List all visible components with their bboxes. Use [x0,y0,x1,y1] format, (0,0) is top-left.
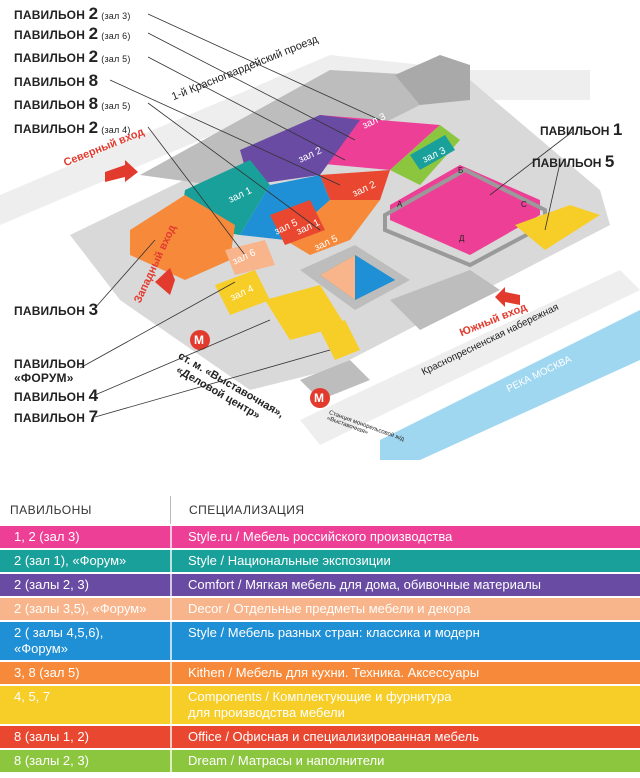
legend-specialization: Decor / Отдельные предметы мебели и деко… [170,598,640,620]
legend-specialization: Comfort / Мягкая мебель для дома, обивоч… [170,574,640,596]
west-entrance-arrow [155,268,175,295]
legend-row: 8 (залы 1, 2) Office / Офисная и специали… [0,724,640,748]
gate-label: А [397,200,403,209]
pav8-hall3-green [410,135,455,170]
pav8-hall1-red [270,200,325,245]
legend-pavilions: 8 (залы 2, 3) [14,753,89,768]
legend-header-pavilions: ПАВИЛЬОНЫ [10,503,92,517]
callout-pavilion: ПАВИЛЬОН 2(зал 3) [14,4,131,23]
legend-header: ПАВИЛЬОНЫ СПЕЦИАЛИЗАЦИЯ [0,496,640,524]
building-se [390,270,500,330]
legend-pavilions: 2 (зал 1), «Форум» [14,553,127,568]
legend-rows: 1, 2 (зал 3) Style.ru / Мебель российског… [0,524,640,772]
legend-specialization: Kithen / Мебель для кухни. Техника. Аксе… [170,662,640,684]
legend-pavilions: 8 (залы 1, 2) [14,729,89,744]
legend-specialization: Components / Комплектующие и фурнитура д… [170,686,640,724]
pav8-red [320,170,390,200]
legend-row: 1, 2 (зал 3) Style.ru / Мебель российског… [0,524,640,548]
callout-forum-name: «ФОРУМ» [14,371,74,385]
pav2-hall4 [215,270,270,315]
legend-row: 4, 5, 7 Components / Комплектующие и фурн… [0,684,640,724]
south-entrance-arrow [495,287,520,307]
map-drawing [0,13,640,460]
legend-pavilions: 1, 2 (зал 3) [14,529,80,544]
legend-pavilions: 2 ( залы 4,5,6), «Форум» [14,625,104,656]
metro-icon-south [310,388,330,408]
metro-letter-west: M [194,333,204,347]
pavilion-3 [130,195,235,280]
legend-pavilions: 3, 8 (зал 5) [14,665,80,680]
gate-label: С [521,200,527,209]
pav8-orange [285,200,380,255]
callout-pavilion: ПАВИЛЬОН 2(зал 4) [14,118,131,137]
metro-letter-south: M [314,391,324,405]
legend-pavilions: 2 (залы 3,5), «Форум» [14,601,147,616]
pav2-hall6 [225,240,275,275]
legend-row: 2 (залы 2, 3) Comfort / Мягкая мебель для… [0,572,640,596]
expo-map: 1-й Красногвардейский проезд Северный вх… [0,4,640,460]
building-ne [395,55,470,105]
gate-label: Б [458,166,464,175]
road-north [0,55,590,225]
callout-forum: ПАВИЛЬОН [14,357,86,371]
legend-table: ПАВИЛЬОНЫ СПЕЦИАЛИЗАЦИЯ 1, 2 (зал 3) Styl… [0,496,640,772]
callout-pavilion: ПАВИЛЬОН 3 [14,300,99,319]
pav2-hall2-purple [240,115,360,185]
callout-pavilion-1: ПАВИЛЬОН 1 [540,120,623,139]
callout-pavilion: ПАВИЛЬОН 2(зал 6) [14,24,131,43]
callout-pavilion-5: ПАВИЛЬОН 5 [532,152,615,171]
legend-row: 2 ( залы 4,5,6), «Форум» Style / Мебель р… [0,620,640,660]
callout-pavilion: ПАВИЛЬОН 2(зал 5) [14,47,131,66]
legend-row: 8 (залы 2, 3) Dream / Матрасы и наполните… [0,748,640,772]
legend-specialization: Dream / Матрасы и наполнители [170,750,640,772]
legend-specialization: Style / Мебель разных стран: классика и … [170,622,640,660]
gate-label: Д [459,234,465,243]
forum-orange [320,255,355,300]
forum-blue [355,255,395,300]
callout-pavilion: ПАВИЛЬОН 8 [14,71,99,90]
legend-row: 2 (зал 1), «Форум» Style / Национальные э… [0,548,640,572]
legend-pavilions: 2 (залы 2, 3) [14,577,89,592]
callout-pavilion: ПАВИЛЬОН 7 [14,407,99,426]
legend-row: 3, 8 (зал 5) Kithen / Мебель для кухни. Т… [0,660,640,684]
pav2-hall5-blue [240,175,330,240]
legend-specialization: Office / Офисная и специализированная ме… [170,726,640,748]
legend-specialization: Style / Национальные экспозиции [170,550,640,572]
road-embankment [300,270,640,445]
callout-pavilion: ПАВИЛЬОН 4 [14,386,99,405]
river-moskva [380,310,640,460]
pavilion-4 [265,285,345,340]
metro-icon-west [190,330,210,350]
callout-pavilion: ПАВИЛЬОН 8(зал 5) [14,94,131,113]
legend-header-specialization: СПЕЦИАЛИЗАЦИЯ [170,496,304,524]
pavilion-5 [515,205,600,250]
legend-pavilions: 4, 5, 7 [14,689,51,704]
legend-row: 2 (залы 3,5), «Форум» Decor / Отдельные п… [0,596,640,620]
legend-specialization: Style.ru / Мебель российского производст… [170,526,640,548]
north-entrance-arrow [105,160,138,182]
callout-lines [79,13,573,418]
